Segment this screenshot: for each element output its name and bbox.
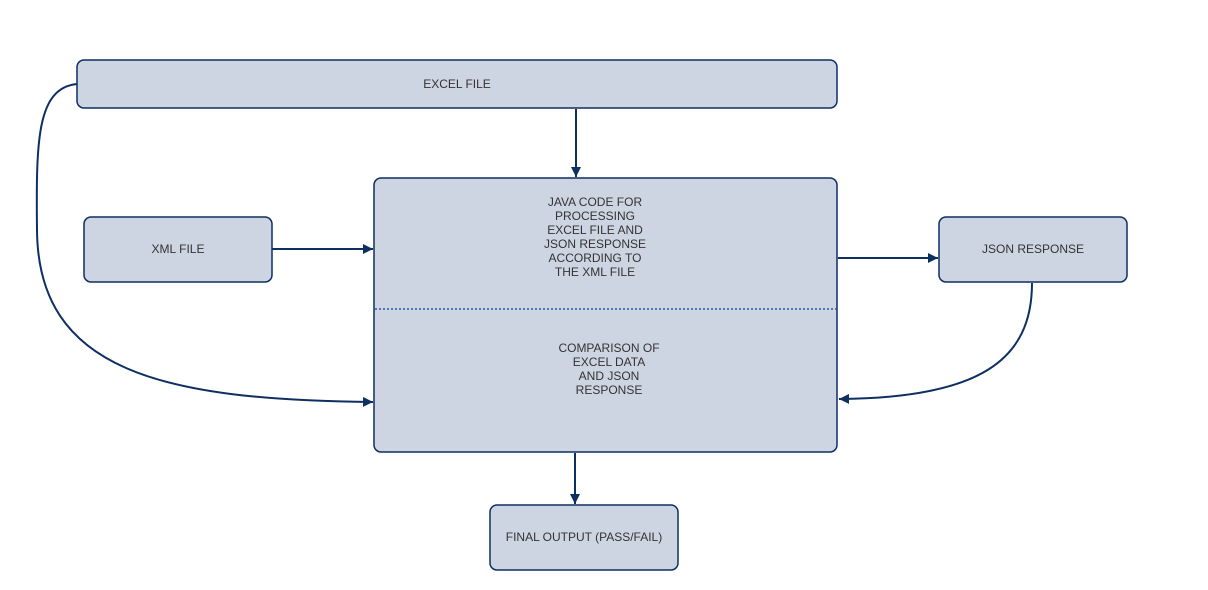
comparison-line-1: COMPARISON OF: [558, 341, 659, 355]
java-code-line-5: ACCORDING TO: [549, 251, 642, 265]
comparison-line-4: RESPONSE: [576, 383, 643, 397]
arrow-excel-to-comparison: [35, 83, 374, 407]
final-output-box: [489, 504, 679, 571]
excel-file-label: EXCEL FILE: [423, 77, 491, 91]
processing-box: [373, 177, 838, 453]
comparison-line-3: AND JSON: [579, 369, 640, 383]
excel-file-node[interactable]: EXCEL FILE: [76, 59, 838, 109]
json-response-box: [938, 216, 1128, 283]
xml-file-label: XML FILE: [152, 242, 205, 256]
java-code-line-2: PROCESSING: [555, 209, 635, 223]
java-code-line-1: JAVA CODE FOR: [548, 195, 643, 209]
java-code-line-6: THE XML FILE: [555, 265, 635, 279]
arrow-json-to-comparison: [838, 282, 1033, 404]
json-response-node[interactable]: JSON RESPONSE: [938, 216, 1128, 283]
xml-file-node[interactable]: XML FILE: [83, 216, 273, 283]
processing-node[interactable]: JAVA CODE FOR PROCESSING EXCEL FILE AND …: [373, 177, 838, 453]
comparison-line-2: EXCEL DATA: [573, 355, 645, 369]
final-output-node[interactable]: FINAL OUTPUT (PASS/FAIL): [489, 504, 679, 571]
final-output-label: FINAL OUTPUT (PASS/FAIL): [506, 530, 662, 544]
java-code-line-3: EXCEL FILE AND: [547, 223, 643, 237]
json-response-label: JSON RESPONSE: [982, 242, 1084, 256]
java-code-line-4: JSON RESPONSE: [544, 237, 646, 251]
